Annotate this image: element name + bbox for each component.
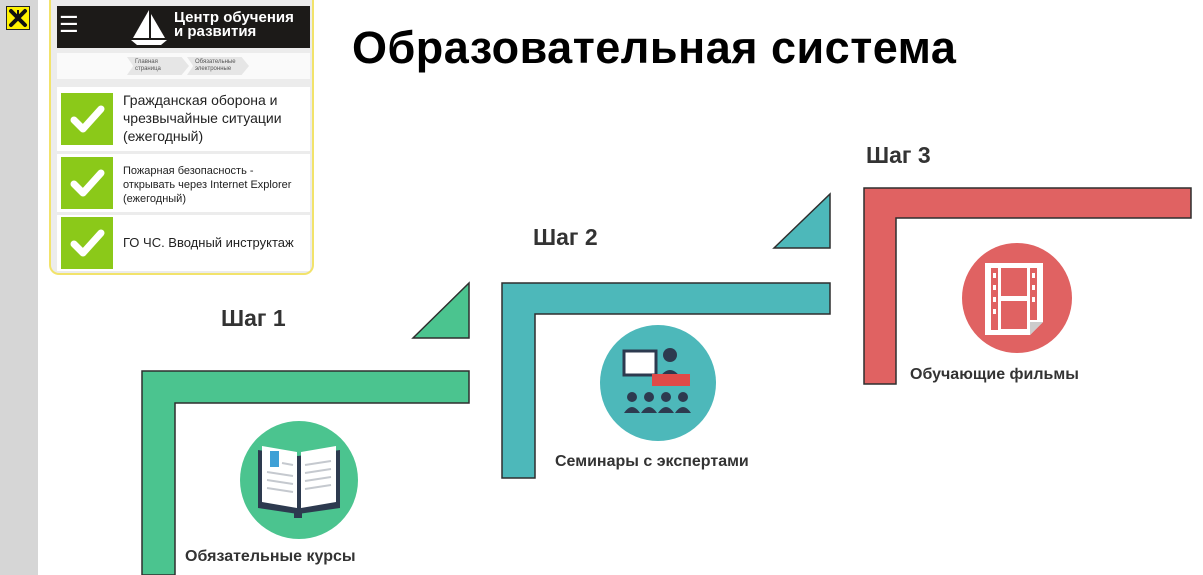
course-item[interactable]: Пожарная безопасность - открывать через … <box>57 154 310 212</box>
breadcrumb-home-line-1: Главная <box>135 59 158 65</box>
breadcrumb-required-line-1: Обязательные <box>195 59 236 65</box>
breadcrumb-home[interactable]: Главная страница <box>127 57 189 75</box>
checkmark-icon <box>61 217 113 269</box>
step-2-caption: Семинары с экспертами <box>555 453 749 470</box>
raiffeisen-logo-icon <box>6 6 30 30</box>
course-title: ГО ЧС. Вводный инструктаж <box>123 235 294 251</box>
breadcrumb: Главная страница Обязательные электронны… <box>57 53 310 79</box>
sailboat-icon <box>131 10 167 45</box>
seminar-icon <box>600 325 716 441</box>
step-2-label: Шаг 2 <box>533 224 598 250</box>
book-icon <box>240 421 358 539</box>
step-1-shape <box>141 370 470 575</box>
checkmark-icon <box>61 93 113 145</box>
course-title-line-1: Гражданская оборона и <box>123 92 278 108</box>
film-icon <box>962 243 1072 353</box>
course-title-line-3: (ежегодный) <box>123 128 204 144</box>
brand-line-2: и развития <box>174 23 257 40</box>
checkmark-icon <box>61 157 113 209</box>
course-title-line-3: (ежегодный) <box>123 193 186 205</box>
breadcrumb-required[interactable]: Обязательные электронные <box>187 57 249 75</box>
mobile-app-preview: ☰ Центр обучения и развития Главная стра… <box>49 0 314 275</box>
step-2-arrow <box>772 192 831 249</box>
brand-line-1: Центр обучения <box>174 9 294 26</box>
course-title-line-2: чрезвычайные ситуации <box>123 110 282 126</box>
course-title-line-1: ГО ЧС. Вводный инструктаж <box>123 235 294 250</box>
course-item[interactable]: Гражданская оборона и чрезвычайные ситуа… <box>57 87 310 151</box>
course-title-line-2: открывать через Internet Explorer <box>123 179 292 191</box>
step-2-shape <box>501 282 831 479</box>
course-title-line-1: Пожарная безопасность - <box>123 165 254 177</box>
brand-name: Центр обучения и развития <box>174 9 294 40</box>
menu-icon[interactable]: ☰ <box>59 12 79 37</box>
breadcrumb-home-line-2: страница <box>135 66 161 72</box>
breadcrumb-required-line-2: электронные <box>195 66 232 72</box>
step-1-caption: Обязательные курсы <box>185 548 356 565</box>
course-item[interactable]: ГО ЧС. Вводный инструктаж <box>57 215 310 271</box>
left-sidebar <box>0 0 38 575</box>
step-1-label: Шаг 1 <box>221 305 286 331</box>
step-1-arrow <box>411 281 470 339</box>
page-title: Образовательная система <box>352 22 957 73</box>
app-header: ☰ Центр обучения и развития <box>57 6 310 48</box>
course-title: Гражданская оборона и чрезвычайные ситуа… <box>123 91 282 145</box>
step-3-caption: Обучающие фильмы <box>910 366 1079 383</box>
step-3-shape <box>863 187 1192 385</box>
step-3-label: Шаг 3 <box>866 142 931 168</box>
course-title: Пожарная безопасность - открывать через … <box>123 164 291 206</box>
